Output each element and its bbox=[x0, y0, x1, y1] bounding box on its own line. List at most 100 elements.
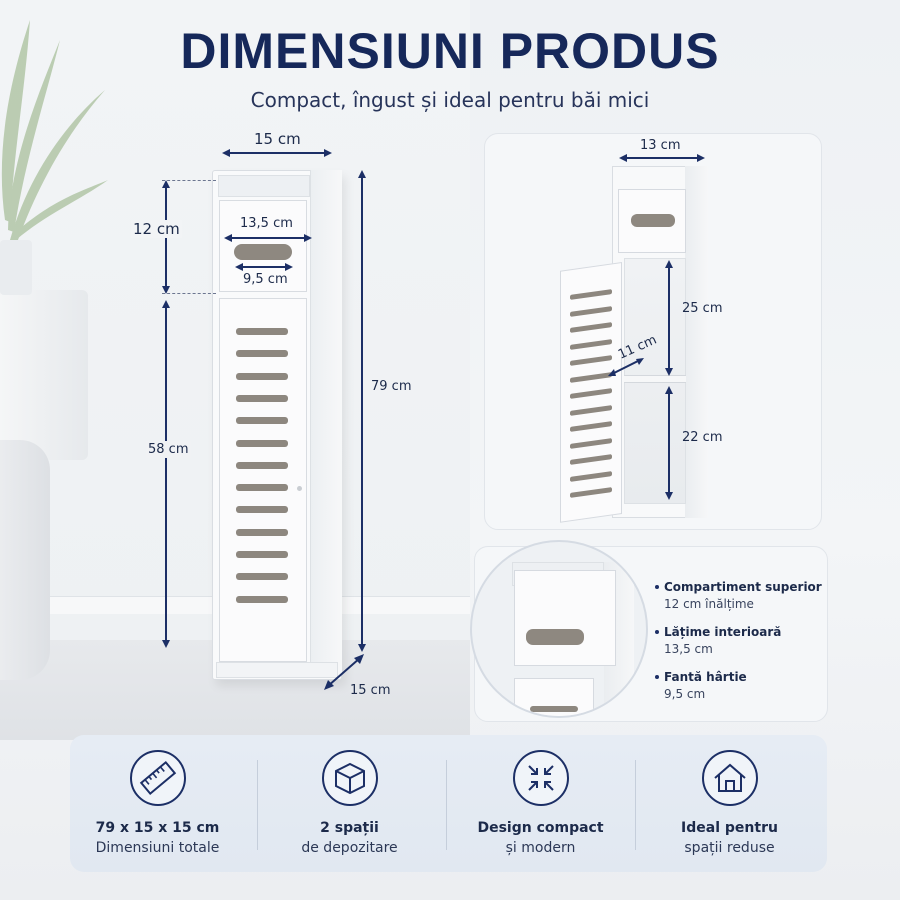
detail-title: Fantă hârtie bbox=[664, 670, 747, 684]
drawer-width-label: 13,5 cm bbox=[240, 216, 293, 231]
arrow-right-icon bbox=[697, 154, 705, 162]
detail-title: Compartiment superior bbox=[664, 580, 822, 594]
arrow-right-icon bbox=[285, 263, 293, 271]
open-cabinet-side bbox=[685, 166, 708, 518]
arrow-up-icon bbox=[162, 300, 170, 308]
arrow-down-icon bbox=[665, 368, 673, 376]
home-icon bbox=[701, 750, 758, 806]
inner-width-line bbox=[624, 157, 698, 159]
door-slat bbox=[236, 528, 288, 536]
cabinet-top-shelf bbox=[218, 175, 310, 197]
plant-leaves bbox=[1, 20, 108, 240]
arrow-up-icon bbox=[665, 260, 673, 268]
cabinet-side-panel bbox=[310, 170, 342, 675]
feature-line2: spații reduse bbox=[684, 840, 775, 856]
door-slat bbox=[236, 551, 288, 558]
feature-line1: Design compact bbox=[477, 820, 604, 836]
door-knob bbox=[297, 486, 302, 491]
total-height-label: 79 cm bbox=[371, 379, 412, 394]
door-slat bbox=[236, 484, 288, 492]
arrow-down-icon bbox=[665, 492, 673, 500]
arrow-down-icon bbox=[358, 644, 366, 652]
upper-compartment-line bbox=[668, 266, 670, 370]
feature-line1: Ideal pentru bbox=[681, 820, 778, 836]
detail-zoom-circle bbox=[470, 540, 648, 718]
toilet-tank bbox=[0, 290, 88, 460]
divider bbox=[257, 760, 258, 850]
open-cabinet-shelf bbox=[624, 375, 686, 383]
features-bar bbox=[70, 735, 827, 872]
detail-value: 12 cm înălțime bbox=[664, 597, 754, 611]
detail-title: Lățime interioară bbox=[664, 625, 782, 639]
divider bbox=[635, 760, 636, 850]
feature-line1: 79 x 15 x 15 cm bbox=[95, 820, 220, 836]
zoom-paper-slot bbox=[526, 629, 584, 645]
arrow-left-icon bbox=[235, 263, 243, 271]
arrow-left-icon bbox=[224, 234, 232, 242]
zoom-door-slat bbox=[530, 706, 578, 712]
width-top-line bbox=[228, 152, 324, 154]
arrow-down-icon bbox=[162, 286, 170, 294]
arrow-right-icon bbox=[324, 149, 332, 157]
guide-line bbox=[162, 180, 216, 181]
lower-height-line bbox=[165, 306, 167, 640]
slot-width-line bbox=[240, 266, 286, 268]
detail-item: Fantă hârtie 9,5 cm bbox=[655, 670, 747, 701]
bullet-icon bbox=[655, 630, 659, 634]
feature-compact: Design compact și modern bbox=[446, 750, 635, 856]
arrow-up-icon bbox=[162, 180, 170, 188]
paper-slot bbox=[234, 244, 292, 260]
zoom-drawer bbox=[514, 570, 616, 666]
feature-line2: Dimensiuni totale bbox=[95, 840, 220, 856]
feature-storage: 2 spații de depozitare bbox=[255, 750, 444, 856]
compress-arrows-icon bbox=[512, 750, 569, 806]
total-height-line bbox=[361, 176, 363, 644]
toilet-bowl bbox=[0, 440, 50, 680]
door-slat bbox=[236, 417, 288, 425]
upper-compartment-label: 25 cm bbox=[682, 301, 723, 316]
detail-item: Lățime interioară 13,5 cm bbox=[655, 625, 782, 656]
lower-compartment-label: 22 cm bbox=[682, 430, 723, 445]
arrow-left-icon bbox=[619, 154, 627, 162]
door-slat bbox=[236, 350, 288, 358]
detail-value: 13,5 cm bbox=[664, 642, 713, 656]
door-slat bbox=[236, 506, 288, 514]
arrow-down-icon bbox=[162, 640, 170, 648]
depth-line bbox=[324, 654, 364, 690]
lower-compartment-line bbox=[668, 392, 670, 492]
feature-dimensions: 79 x 15 x 15 cm Dimensiuni totale bbox=[63, 750, 252, 856]
depth-label: 15 cm bbox=[350, 683, 391, 698]
slot-width-label: 9,5 cm bbox=[243, 272, 288, 287]
feature-line1: 2 spații bbox=[320, 820, 379, 836]
detail-item: Compartiment superior 12 cm înălțime bbox=[655, 580, 822, 611]
drawer-height-label: 12 cm bbox=[131, 220, 182, 238]
plant-pot bbox=[0, 240, 32, 295]
door-slat bbox=[236, 439, 288, 447]
box-icon bbox=[321, 750, 378, 806]
ruler-icon bbox=[129, 750, 186, 806]
shelf-depth-line bbox=[608, 358, 644, 376]
page-subtitle: Compact, îngust și ideal pentru băi mici bbox=[250, 88, 650, 112]
page-title: DIMENSIUNI PRODUS bbox=[180, 23, 720, 79]
arrow-up-icon bbox=[665, 386, 673, 394]
cabinet-foot bbox=[216, 662, 338, 678]
arrow-up-icon bbox=[358, 170, 366, 178]
arrow-right-icon bbox=[304, 234, 312, 242]
bullet-icon bbox=[655, 585, 659, 589]
width-top-label: 15 cm bbox=[254, 130, 301, 148]
door-slat bbox=[236, 394, 288, 402]
feature-small-spaces: Ideal pentru spații reduse bbox=[635, 750, 824, 856]
detail-value: 9,5 cm bbox=[664, 687, 706, 701]
door-slat bbox=[236, 595, 288, 603]
divider bbox=[446, 760, 447, 850]
bullet-icon bbox=[655, 675, 659, 679]
door-slat bbox=[236, 573, 288, 581]
open-paper-slot bbox=[631, 214, 675, 227]
door-slat bbox=[236, 328, 288, 335]
feature-line2: de depozitare bbox=[301, 840, 398, 856]
inner-width-label: 13 cm bbox=[640, 138, 681, 153]
guide-line bbox=[162, 293, 216, 294]
door-slat bbox=[236, 461, 288, 469]
zoom-door bbox=[514, 678, 594, 716]
door-slat bbox=[236, 372, 288, 380]
